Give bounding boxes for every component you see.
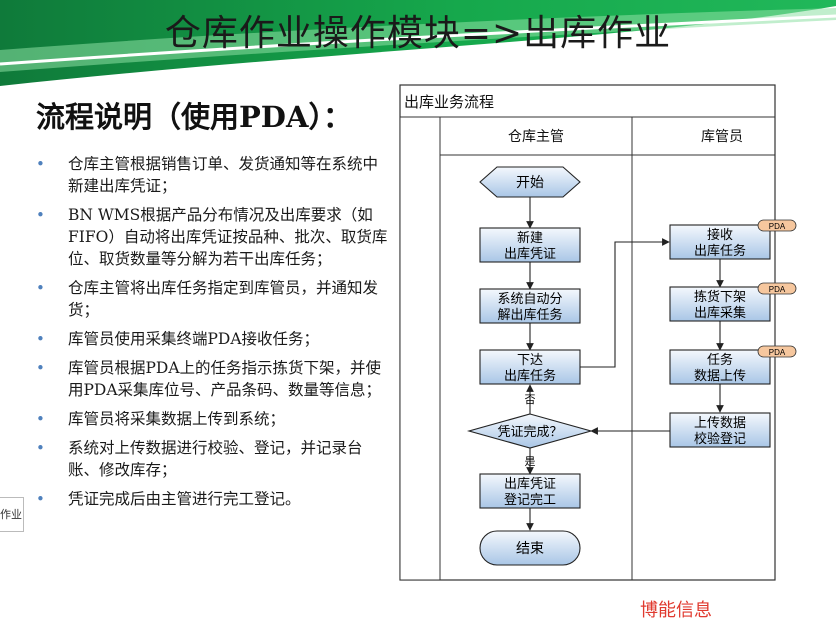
list-item: BN WMS根据产品分布情况及出库要求（如FIFO）自动将出库凭证按品种、批次、… (36, 204, 388, 270)
pda-badge-label: PDA (769, 348, 786, 357)
complete-node (479, 473, 581, 509)
verify-node (669, 412, 771, 448)
no-label: 否 (525, 393, 536, 406)
flowchart-frame (399, 84, 776, 581)
decision-label: 凭证完成？ (497, 425, 562, 440)
list-item: 系统对上传数据进行校验、登记，并记录台账、修改库存； (36, 437, 388, 481)
upload-node (669, 349, 771, 385)
auto-split-label: 解出库任务 (497, 307, 562, 323)
issue-task-label: 下达 (517, 353, 543, 368)
decision-node (466, 413, 594, 449)
pick-node (669, 286, 771, 322)
pda-badge (757, 282, 797, 295)
auto-split-label: 系统自动分 (497, 292, 562, 307)
lane-header-keeper: 库管员 (701, 129, 743, 145)
list-item: 库管员使用采集终端PDA接收任务； (36, 328, 388, 350)
list-item: 库管员将采集数据上传到系统； (36, 408, 388, 430)
page-title: 仓库作业操作模块=>出库作业 (164, 13, 672, 54)
list-item: 库管员根据PDA上的任务指示拣货下架，并使用PDA采集库位号、产品条码、数量等信… (36, 357, 388, 401)
complete-label: 登记完工 (504, 493, 556, 508)
flow-connectors (526, 197, 724, 531)
flowchart-title: 出库业务流程 (404, 93, 494, 111)
create-voucher-label: 新建 (517, 230, 543, 246)
auto-split-node (479, 288, 581, 324)
pda-badge-label: PDA (769, 222, 786, 231)
create-voucher-node (479, 227, 581, 263)
start-label: 开始 (516, 175, 544, 191)
pda-badge-label: PDA (769, 285, 786, 294)
section-heading: 流程说明（使用PDA）： (36, 100, 352, 134)
process-description-list: 仓库主管根据销售订单、发货通知等在系统中新建出库凭证； BN WMS根据产品分布… (36, 153, 388, 517)
list-item: 仓库主管将出库任务指定到库管员，并通知发货； (36, 277, 388, 321)
upload-label: 任务 (707, 352, 733, 368)
pda-badge (757, 345, 797, 358)
upload-label: 数据上传 (694, 369, 746, 384)
issue-task-label: 出库任务 (504, 368, 556, 384)
create-voucher-label: 出库凭证 (504, 246, 556, 262)
receive-task-label: 接收 (707, 227, 733, 243)
receive-task-label: 出库任务 (694, 243, 746, 259)
list-item: 仓库主管根据销售订单、发货通知等在系统中新建出库凭证； (36, 153, 388, 197)
verify-label: 校验登记 (694, 431, 746, 447)
lane-header-manager: 仓库主管 (508, 129, 564, 145)
header-banner (0, 0, 836, 86)
pda-badge (757, 219, 797, 232)
issue-task-node (479, 349, 581, 385)
side-tab[interactable]: 作业 (0, 497, 24, 532)
pick-label: 拣货下架 (694, 289, 746, 305)
start-node (479, 166, 581, 198)
complete-label: 出库凭证 (504, 476, 556, 492)
verify-label: 上传数据 (694, 416, 746, 431)
end-label: 结束 (516, 541, 544, 557)
yes-label: 是 (525, 455, 536, 468)
list-item: 凭证完成后由主管进行完工登记。 (36, 488, 388, 510)
receive-task-node (669, 224, 771, 260)
end-node (479, 530, 581, 566)
pick-label: 出库采集 (694, 305, 746, 321)
brand-footer: 博能信息 (640, 600, 712, 621)
